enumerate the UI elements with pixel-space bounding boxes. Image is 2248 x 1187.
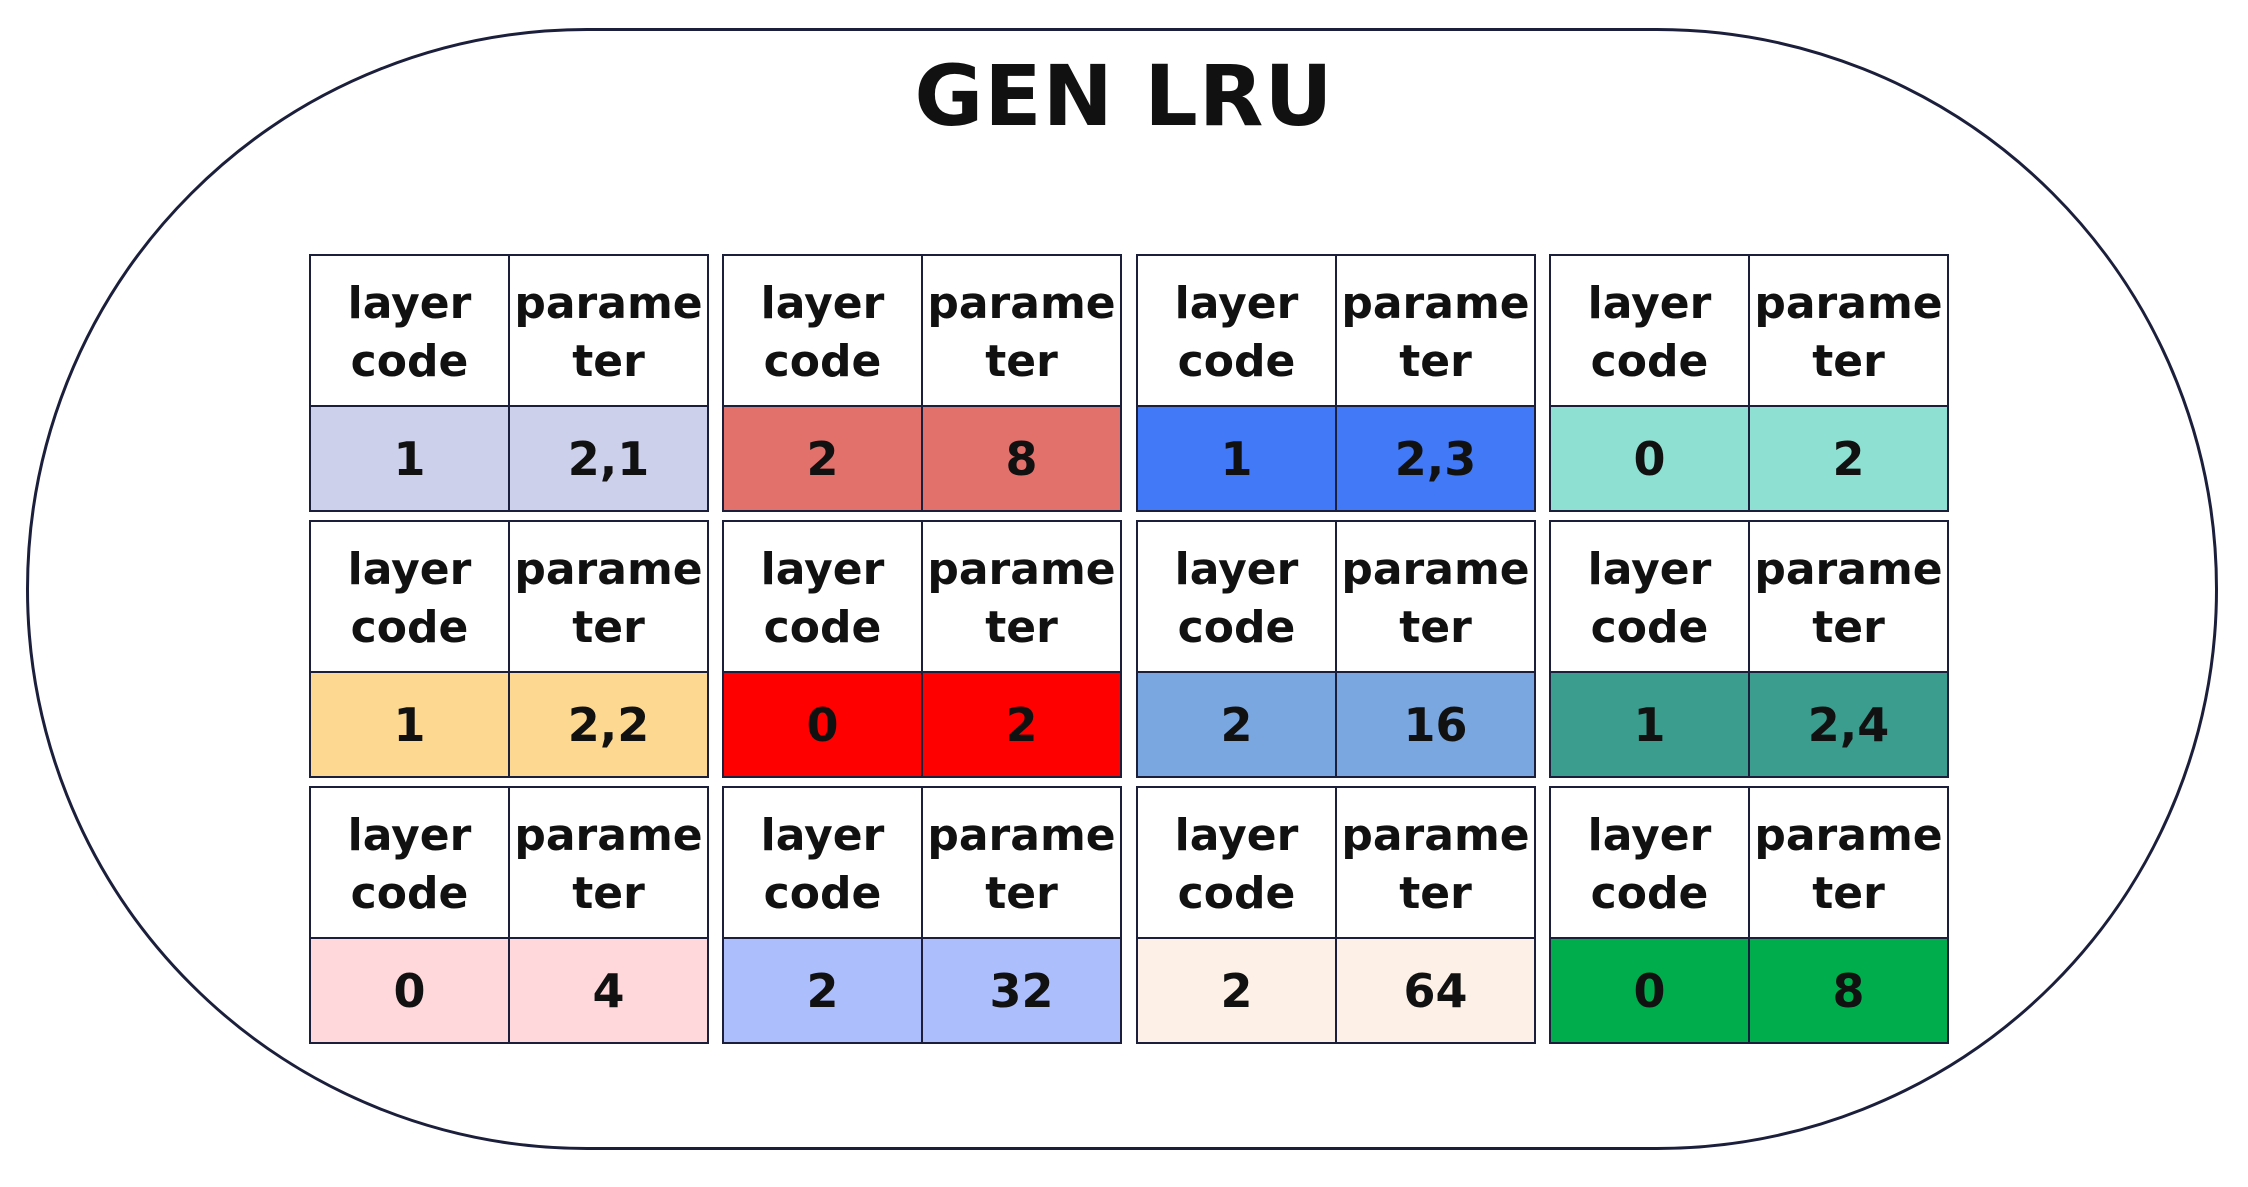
parameter-value: 2 — [921, 671, 1122, 778]
parameter-value: 2,2 — [508, 671, 709, 778]
layer-code-value: 0 — [722, 671, 923, 778]
parameter-header: parame ter — [921, 520, 1122, 673]
parameter-header: parame ter — [1748, 254, 1949, 407]
layer-code-header: layer code — [722, 520, 923, 673]
parameter-value: 2,3 — [1335, 405, 1536, 512]
layer-code-header: layer code — [309, 786, 510, 939]
layer-code-value: 1 — [1136, 405, 1337, 512]
layer-code-header: layer code — [1549, 254, 1750, 407]
parameter-header: parame ter — [1335, 520, 1536, 673]
layer-code-value: 1 — [309, 671, 510, 778]
parameter-value: 4 — [508, 937, 709, 1044]
layer-code-value: 2 — [1136, 671, 1337, 778]
layer-code-value: 1 — [1549, 671, 1750, 778]
parameter-header: parame ter — [508, 786, 709, 939]
layer-code-value: 0 — [1549, 405, 1750, 512]
layer-code-value: 0 — [309, 937, 510, 1044]
parameter-value: 2,4 — [1748, 671, 1949, 778]
parameter-value: 2 — [1748, 405, 1949, 512]
parameter-header: parame ter — [921, 254, 1122, 407]
layer-code-header: layer code — [1136, 520, 1337, 673]
layer-code-value: 2 — [722, 405, 923, 512]
parameter-header: parame ter — [1335, 254, 1536, 407]
parameter-header: parame ter — [921, 786, 1122, 939]
layer-code-header: layer code — [722, 786, 923, 939]
parameter-header: parame ter — [1748, 786, 1949, 939]
layer-code-header: layer code — [1549, 520, 1750, 673]
parameter-value: 8 — [1748, 937, 1949, 1044]
diagram-title: GEN LRU — [914, 47, 1334, 145]
layer-code-value: 2 — [1136, 937, 1337, 1044]
layer-code-header: layer code — [1549, 786, 1750, 939]
layer-code-header: layer code — [309, 520, 510, 673]
layer-code-header: layer code — [309, 254, 510, 407]
parameter-header: parame ter — [1335, 786, 1536, 939]
parameter-header: parame ter — [1748, 520, 1949, 673]
layer-code-header: layer code — [722, 254, 923, 407]
layer-code-value: 2 — [722, 937, 923, 1044]
layer-code-header: layer code — [1136, 786, 1337, 939]
layer-code-header: layer code — [1136, 254, 1337, 407]
parameter-header: parame ter — [508, 520, 709, 673]
parameter-header: parame ter — [508, 254, 709, 407]
parameter-value: 64 — [1335, 937, 1536, 1044]
layer-code-value: 1 — [309, 405, 510, 512]
parameter-value: 2,1 — [508, 405, 709, 512]
layer-code-value: 0 — [1549, 937, 1750, 1044]
parameter-value: 8 — [921, 405, 1122, 512]
parameter-value: 16 — [1335, 671, 1536, 778]
parameter-value: 32 — [921, 937, 1122, 1044]
